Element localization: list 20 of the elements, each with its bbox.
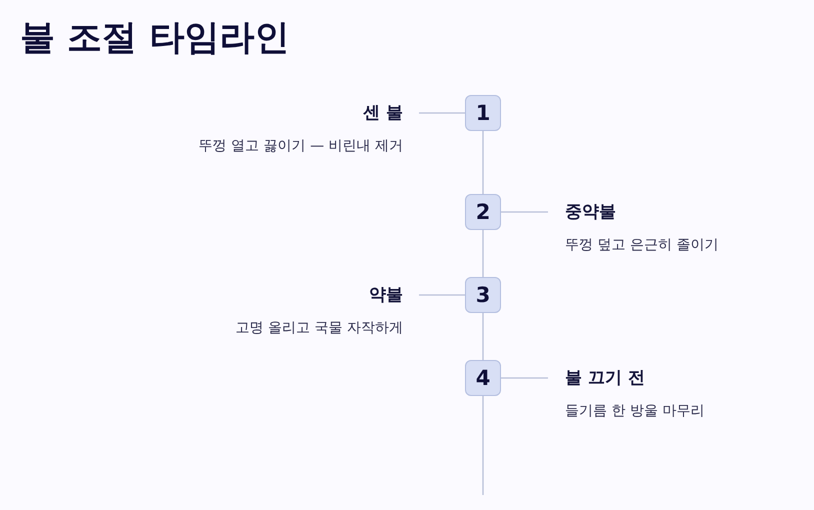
connector-line — [482, 131, 484, 194]
connector-line — [482, 313, 484, 360]
step-description: 뚜껑 열고 끓이기 — 비린내 제거 — [198, 137, 403, 155]
connector-line — [419, 112, 465, 114]
connector-line — [419, 294, 465, 296]
step-heading: 불 끄기 전 — [548, 366, 645, 389]
connector-line — [482, 230, 484, 277]
step-heading: 중약불 — [548, 200, 616, 223]
step-number-box: 3 — [465, 277, 501, 313]
connector-line — [501, 211, 548, 213]
step-description: 고명 올리고 국물 자작하게 — [236, 319, 403, 337]
step-number-box: 2 — [465, 194, 501, 230]
step-description: 들기름 한 방울 마무리 — [565, 402, 704, 420]
connector-line — [501, 377, 548, 379]
step-number-box: 4 — [465, 360, 501, 396]
step-heading: 약불 — [369, 283, 419, 306]
step-heading: 센 불 — [363, 101, 419, 124]
title: 불 조절 타임라인 — [20, 17, 290, 60]
step-description: 뚜껑 덮고 은근히 졸이기 — [565, 236, 718, 254]
step-number-box: 1 — [465, 95, 501, 131]
